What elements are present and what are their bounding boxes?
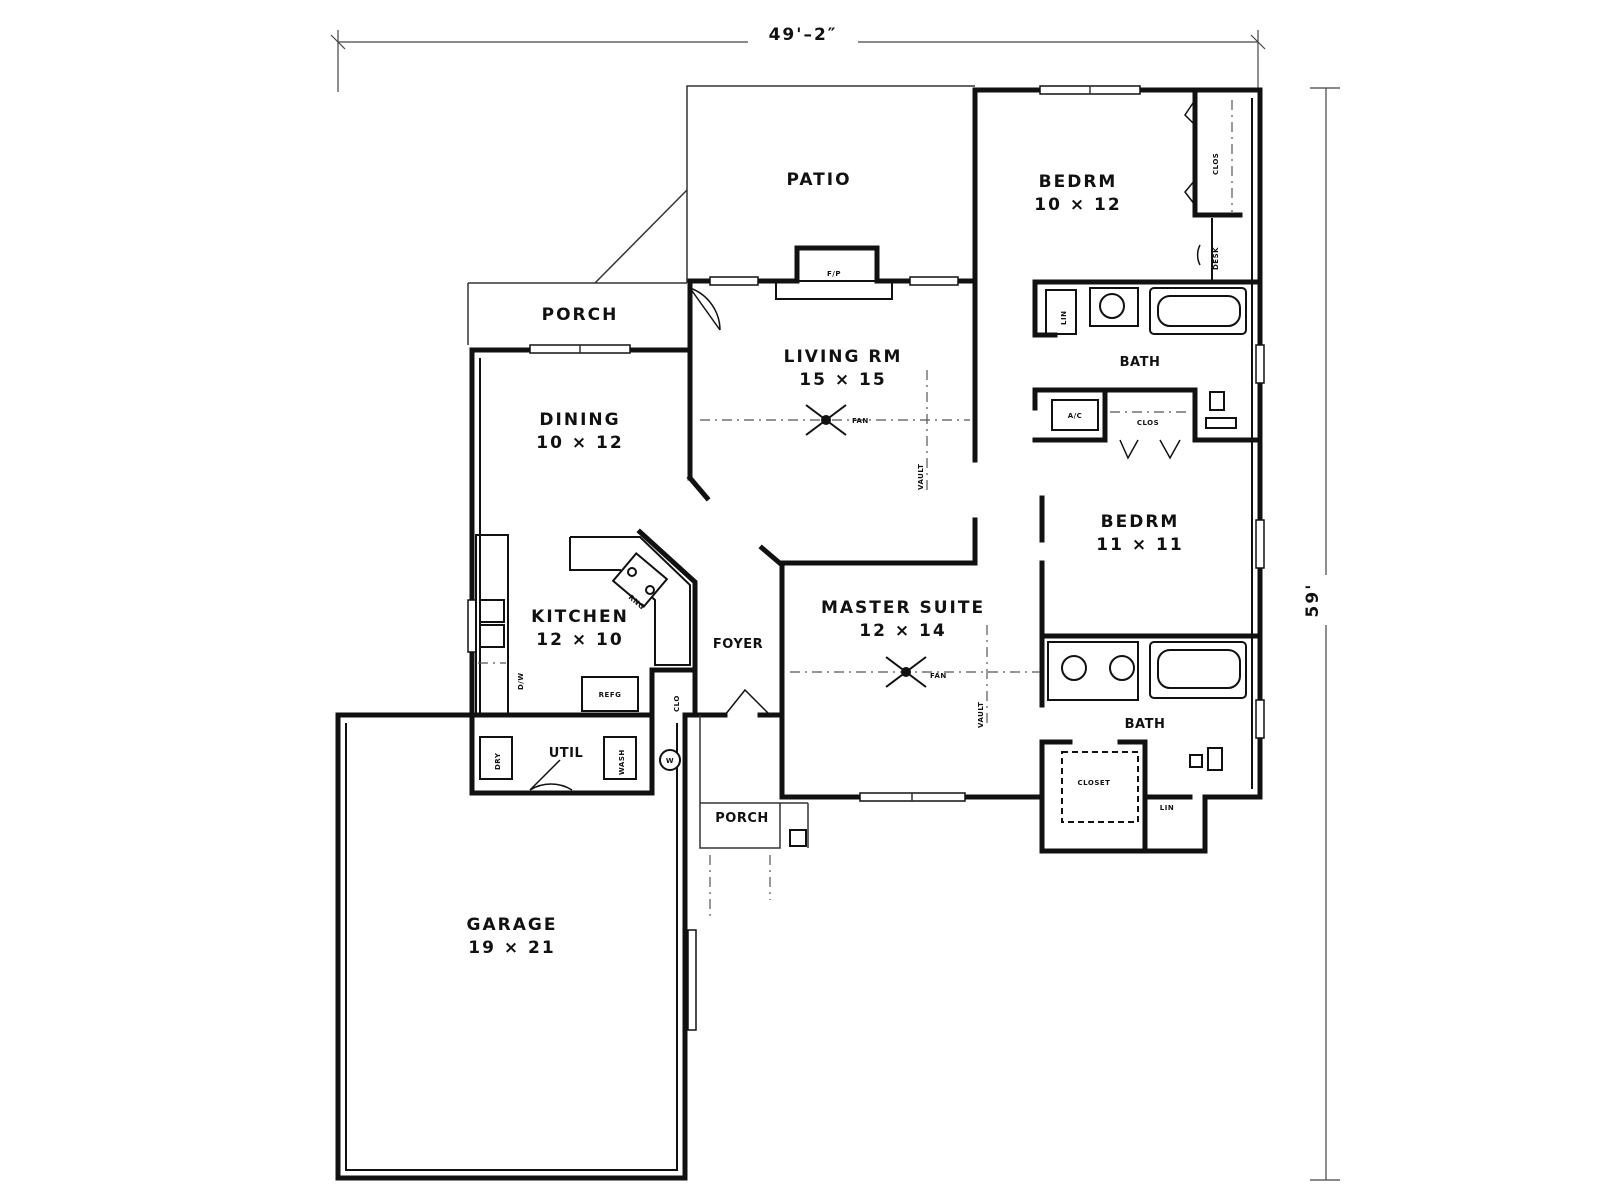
- living-vault-label: VAULT: [917, 464, 925, 490]
- garage-name: GARAGE: [467, 915, 558, 935]
- washer-label: WASH: [618, 749, 626, 775]
- master-linen-label: LIN: [1160, 804, 1174, 812]
- water-heater-label: W: [666, 757, 674, 765]
- utility-fixtures: [479, 736, 681, 780]
- master-suite-size: 12 × 14: [859, 621, 946, 641]
- foyer-closet-label: CLO: [673, 695, 681, 712]
- bedroom2-size: 11 × 11: [1096, 535, 1183, 555]
- front-porch-label: PORCH: [715, 811, 769, 826]
- dishwasher-label: D/W: [517, 672, 525, 690]
- depth-dimension-label: 59': [1303, 583, 1323, 618]
- front-porch: [699, 715, 809, 920]
- master-fan: [885, 656, 927, 688]
- kitchen-size: 12 × 10: [536, 630, 623, 650]
- fireplace-label: F/P: [827, 270, 841, 278]
- bath2-label: BATH: [1125, 717, 1166, 732]
- dimension-depth: 59': [1303, 87, 1340, 1181]
- master-suite-name: MASTER SUITE: [821, 598, 985, 618]
- rear-porch-label: PORCH: [542, 305, 619, 325]
- bath1-linen-label: LIN: [1060, 311, 1068, 325]
- living-room-name: LIVING RM: [784, 347, 903, 367]
- dining-room-size: 10 × 12: [536, 433, 623, 453]
- refrigerator-label: REFG: [599, 691, 622, 699]
- desk-label: DESK: [1212, 247, 1220, 270]
- interior-walls: [469, 87, 1263, 854]
- util-label: UTIL: [549, 746, 584, 761]
- hall-closet-label: CLOS: [1137, 419, 1159, 427]
- doors: [529, 99, 1201, 791]
- foyer-label: FOYER: [713, 637, 763, 652]
- master-fan-label: FAN: [930, 672, 947, 680]
- bath1-label: BATH: [1120, 355, 1161, 370]
- bedroom1-name: BEDRM: [1039, 172, 1118, 192]
- dryer-label: DRY: [494, 752, 502, 770]
- dining-room-name: DINING: [539, 410, 620, 430]
- vault-lines: [700, 370, 1040, 725]
- bedroom1-furniture: [1211, 100, 1233, 280]
- bath1-fixtures: [1045, 287, 1247, 429]
- exterior-wall-inner-lines: [345, 98, 1253, 1171]
- bedroom1-closet-label: CLOS: [1212, 153, 1220, 175]
- width-dimension-label: 49'–2″: [769, 25, 838, 45]
- ac-label: A/C: [1068, 412, 1083, 420]
- windows: [467, 85, 1265, 1031]
- bedroom2-name: BEDRM: [1101, 512, 1180, 532]
- patio-label: PATIO: [786, 170, 851, 190]
- dimension-width: 49'–2″: [330, 24, 1266, 92]
- master-bath-fixtures: [1047, 641, 1247, 823]
- kitchen-name: KITCHEN: [531, 607, 629, 627]
- living-fan-label: FAN: [852, 417, 869, 425]
- hall-closets: [1051, 399, 1190, 431]
- bedroom1-size: 10 × 12: [1034, 195, 1121, 215]
- patio: [467, 85, 975, 345]
- living-fan: [805, 404, 847, 436]
- kitchen-counters: [475, 534, 691, 716]
- master-vault-label: VAULT: [977, 702, 985, 728]
- garage-size: 19 × 21: [468, 938, 555, 958]
- living-room-size: 15 × 15: [799, 370, 886, 390]
- master-closet-label: CLOSET: [1078, 779, 1111, 787]
